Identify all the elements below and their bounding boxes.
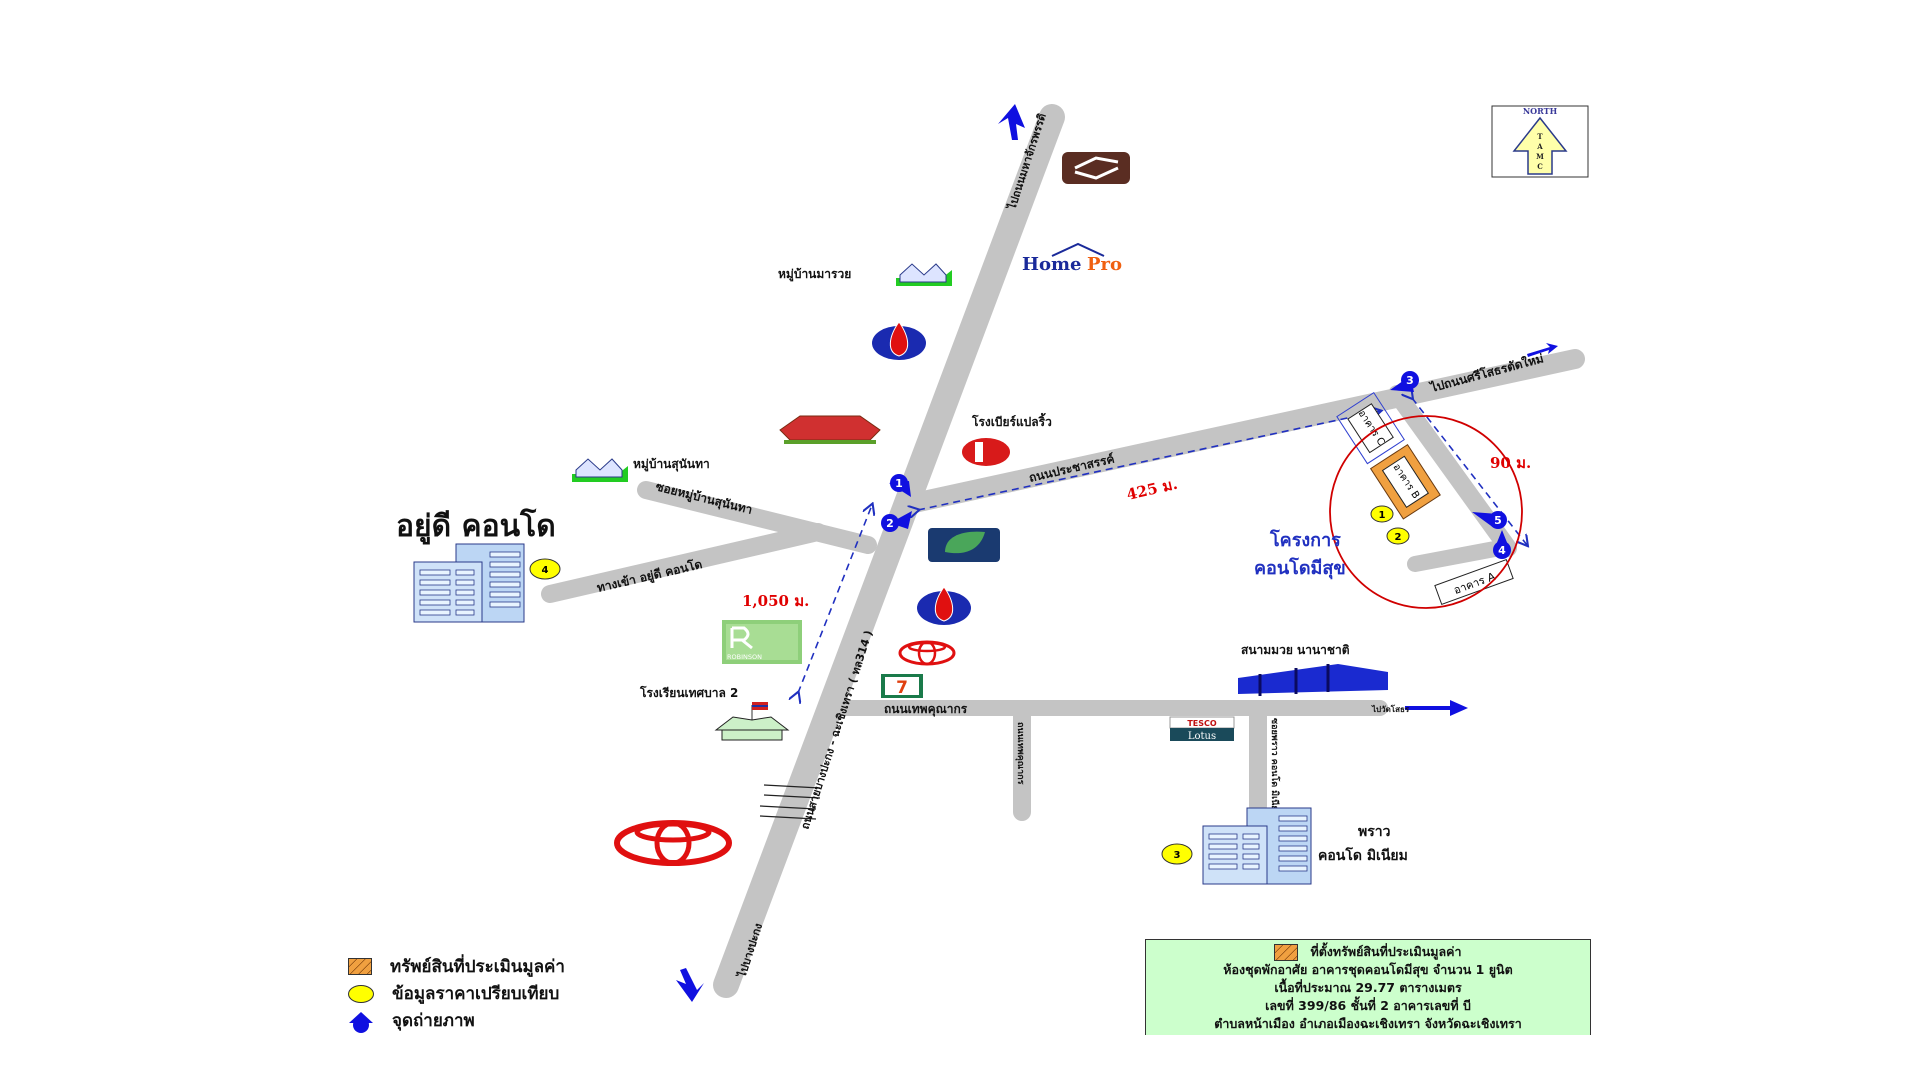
tesco-text: TESCO bbox=[1187, 719, 1217, 728]
property-info-box: ที่ตั้งทรัพย์สินที่ประเมินมูลค่า ห้องชุด… bbox=[1145, 939, 1591, 1035]
seven-eleven-text: 7 bbox=[896, 678, 908, 698]
south-arrow-icon bbox=[676, 968, 704, 1002]
tesco-lotus-logo: TESCO Lotus bbox=[1169, 716, 1235, 742]
praw-condo-label-2: คอนโด มิเนียม bbox=[1318, 846, 1408, 864]
photo-marker-4: 4 bbox=[1498, 544, 1506, 557]
north-label: NORTH bbox=[1523, 106, 1558, 116]
legend-photo: จุดถ่ายภาพ bbox=[348, 1007, 565, 1034]
east-arrow-icon bbox=[1527, 343, 1558, 357]
distance-90: 90 ม. bbox=[1490, 454, 1531, 472]
compare-marker-3: 3 bbox=[1174, 850, 1181, 861]
homepro-home-text: Home bbox=[1022, 254, 1082, 275]
project-site: อาคาร C อาคาร B อาคาร A bbox=[1329, 392, 1523, 609]
brewery-label: โรงเบียร์แปลริ้ว bbox=[971, 412, 1052, 429]
distance-lines bbox=[798, 398, 1527, 693]
compare-markers: 1 2 3 4 bbox=[529, 505, 1410, 865]
legend-photo-label: จุดถ่ายภาพ bbox=[392, 1011, 475, 1031]
info-title-row: ที่ตั้งทรัพย์สินที่ประเมินมูลค่า bbox=[1146, 943, 1590, 961]
photo-marker-3: 3 bbox=[1406, 374, 1414, 387]
info-line-3: เลขที่ 399/86 ชั้นที่ 2 อาคารเลขที่ บี bbox=[1265, 998, 1471, 1013]
legend-compare-label: ข้อมูลราคาเปรียบเทียบ bbox=[392, 984, 560, 1004]
stadium-icon bbox=[1238, 664, 1388, 696]
road-label-prachasan: ถนนประชาสรรค์ bbox=[1028, 452, 1116, 485]
subject-swatch-icon bbox=[348, 958, 372, 975]
compare-marker-2: 2 bbox=[1395, 532, 1402, 543]
north-indicator: NORTH T A M C bbox=[1491, 105, 1589, 178]
photo-marker-1: 1 bbox=[895, 477, 903, 490]
info-line-2: เนื้อที่ประมาณ 29.77 ตารางเมตร bbox=[1274, 980, 1462, 995]
legend-subject-label: ทรัพย์สินที่ประเมินมูลค่า bbox=[390, 957, 565, 977]
info-title: ที่ตั้งทรัพย์สินที่ประเมินมูลค่า bbox=[1310, 944, 1462, 959]
robinson-text: ROBINSON bbox=[727, 653, 762, 661]
roads bbox=[541, 104, 1585, 998]
stadium-label: สนามมวย นานาชาติ bbox=[1241, 643, 1350, 657]
map-legend: ทรัพย์สินที่ประเมินมูลค่า ข้อมูลราคาเปรี… bbox=[348, 953, 565, 1034]
compare-marker-1: 1 bbox=[1379, 510, 1386, 521]
road-label-thepkunakorn: ถนนเทพคุณากร bbox=[884, 702, 968, 717]
photo-markers: 1 2 3 4 5 bbox=[881, 371, 1511, 559]
robinson-logo: ROBINSON bbox=[722, 620, 802, 664]
north-arrow-icon bbox=[1512, 116, 1568, 175]
main-road bbox=[713, 104, 1065, 998]
school-label: โรงเรียนเทศบาล 2 bbox=[639, 685, 738, 700]
robinson-r-icon bbox=[730, 626, 753, 650]
photo-marker-5: 5 bbox=[1494, 514, 1502, 527]
project-spur-road bbox=[1407, 540, 1508, 572]
ptt-station-icon bbox=[872, 321, 926, 360]
north-letter: C bbox=[1537, 162, 1543, 171]
maruay-village-label: หมู่บ้านมารวย bbox=[778, 267, 851, 282]
suntha-village-label: หมู่บ้านสุนันทา bbox=[633, 457, 710, 472]
info-line-1: ห้องชุดพักอาศัย อาคารชุดคอนโดมีสุข จำนวน… bbox=[1223, 962, 1513, 977]
subject-swatch-icon bbox=[1274, 944, 1299, 961]
lotus-text: Lotus bbox=[1188, 731, 1216, 742]
photo-point-icon bbox=[348, 1011, 374, 1033]
yudee-condo-title: อยู่ดี คอนโด bbox=[396, 507, 556, 545]
bank-logo-icon bbox=[1062, 152, 1130, 184]
bangchak-station-icon bbox=[928, 528, 1000, 562]
compare-swatch-icon bbox=[348, 984, 374, 1003]
toyota-logo-icon bbox=[898, 640, 956, 666]
homepro-pro-text: Pro bbox=[1087, 254, 1122, 275]
praw-condo-label-1: พราว bbox=[1358, 824, 1391, 840]
maruay-village-icon bbox=[896, 263, 952, 286]
temple-icon bbox=[779, 415, 881, 444]
info-line-4: ตำบลหน้าเมือง อำเภอเมืองฉะเชิงเทรา จังหว… bbox=[1214, 1016, 1522, 1031]
toyota-logo-large-icon bbox=[614, 820, 732, 866]
north-letter: M bbox=[1536, 152, 1544, 161]
legend-subject: ทรัพย์สินที่ประเมินมูลค่า bbox=[348, 953, 565, 980]
seven-eleven-logo: 7 bbox=[881, 674, 923, 698]
brewery-logo-icon bbox=[962, 438, 1010, 466]
project-label-2: คอนโดมีสุข bbox=[1254, 557, 1346, 580]
distance-1050: 1,050 ม. bbox=[742, 592, 809, 610]
yudee-entrance-road bbox=[541, 523, 827, 603]
north-letter: A bbox=[1536, 142, 1543, 151]
suntha-village-icon bbox=[572, 458, 628, 482]
road-label-to-wat: ไปวัดโสธร bbox=[1371, 704, 1410, 714]
road-break-marks bbox=[759, 784, 821, 820]
direction-arrows bbox=[676, 104, 1558, 1002]
yudee-condo-building-icon bbox=[413, 543, 525, 623]
compare-marker-4: 4 bbox=[542, 565, 549, 576]
distance-425: 425 ม. bbox=[1125, 475, 1179, 504]
north-arrow-icon bbox=[998, 104, 1025, 140]
north-letter: T bbox=[1537, 132, 1543, 141]
school-icon bbox=[714, 702, 790, 741]
praw-condo-building-icon bbox=[1202, 807, 1312, 885]
ptt-station-icon bbox=[917, 586, 971, 625]
project-circle bbox=[1329, 415, 1523, 609]
road-label-side-1: ถนนเทพคุณากร bbox=[1015, 722, 1025, 785]
wat-arrow-icon bbox=[1405, 700, 1468, 716]
road-label-side-2: ซอยพราว คอนโด มิเนียม bbox=[1269, 718, 1281, 817]
photo-marker-2: 2 bbox=[886, 517, 894, 530]
project-label-1: โครงการ bbox=[1269, 529, 1341, 551]
legend-compare: ข้อมูลราคาเปรียบเทียบ bbox=[348, 980, 565, 1007]
